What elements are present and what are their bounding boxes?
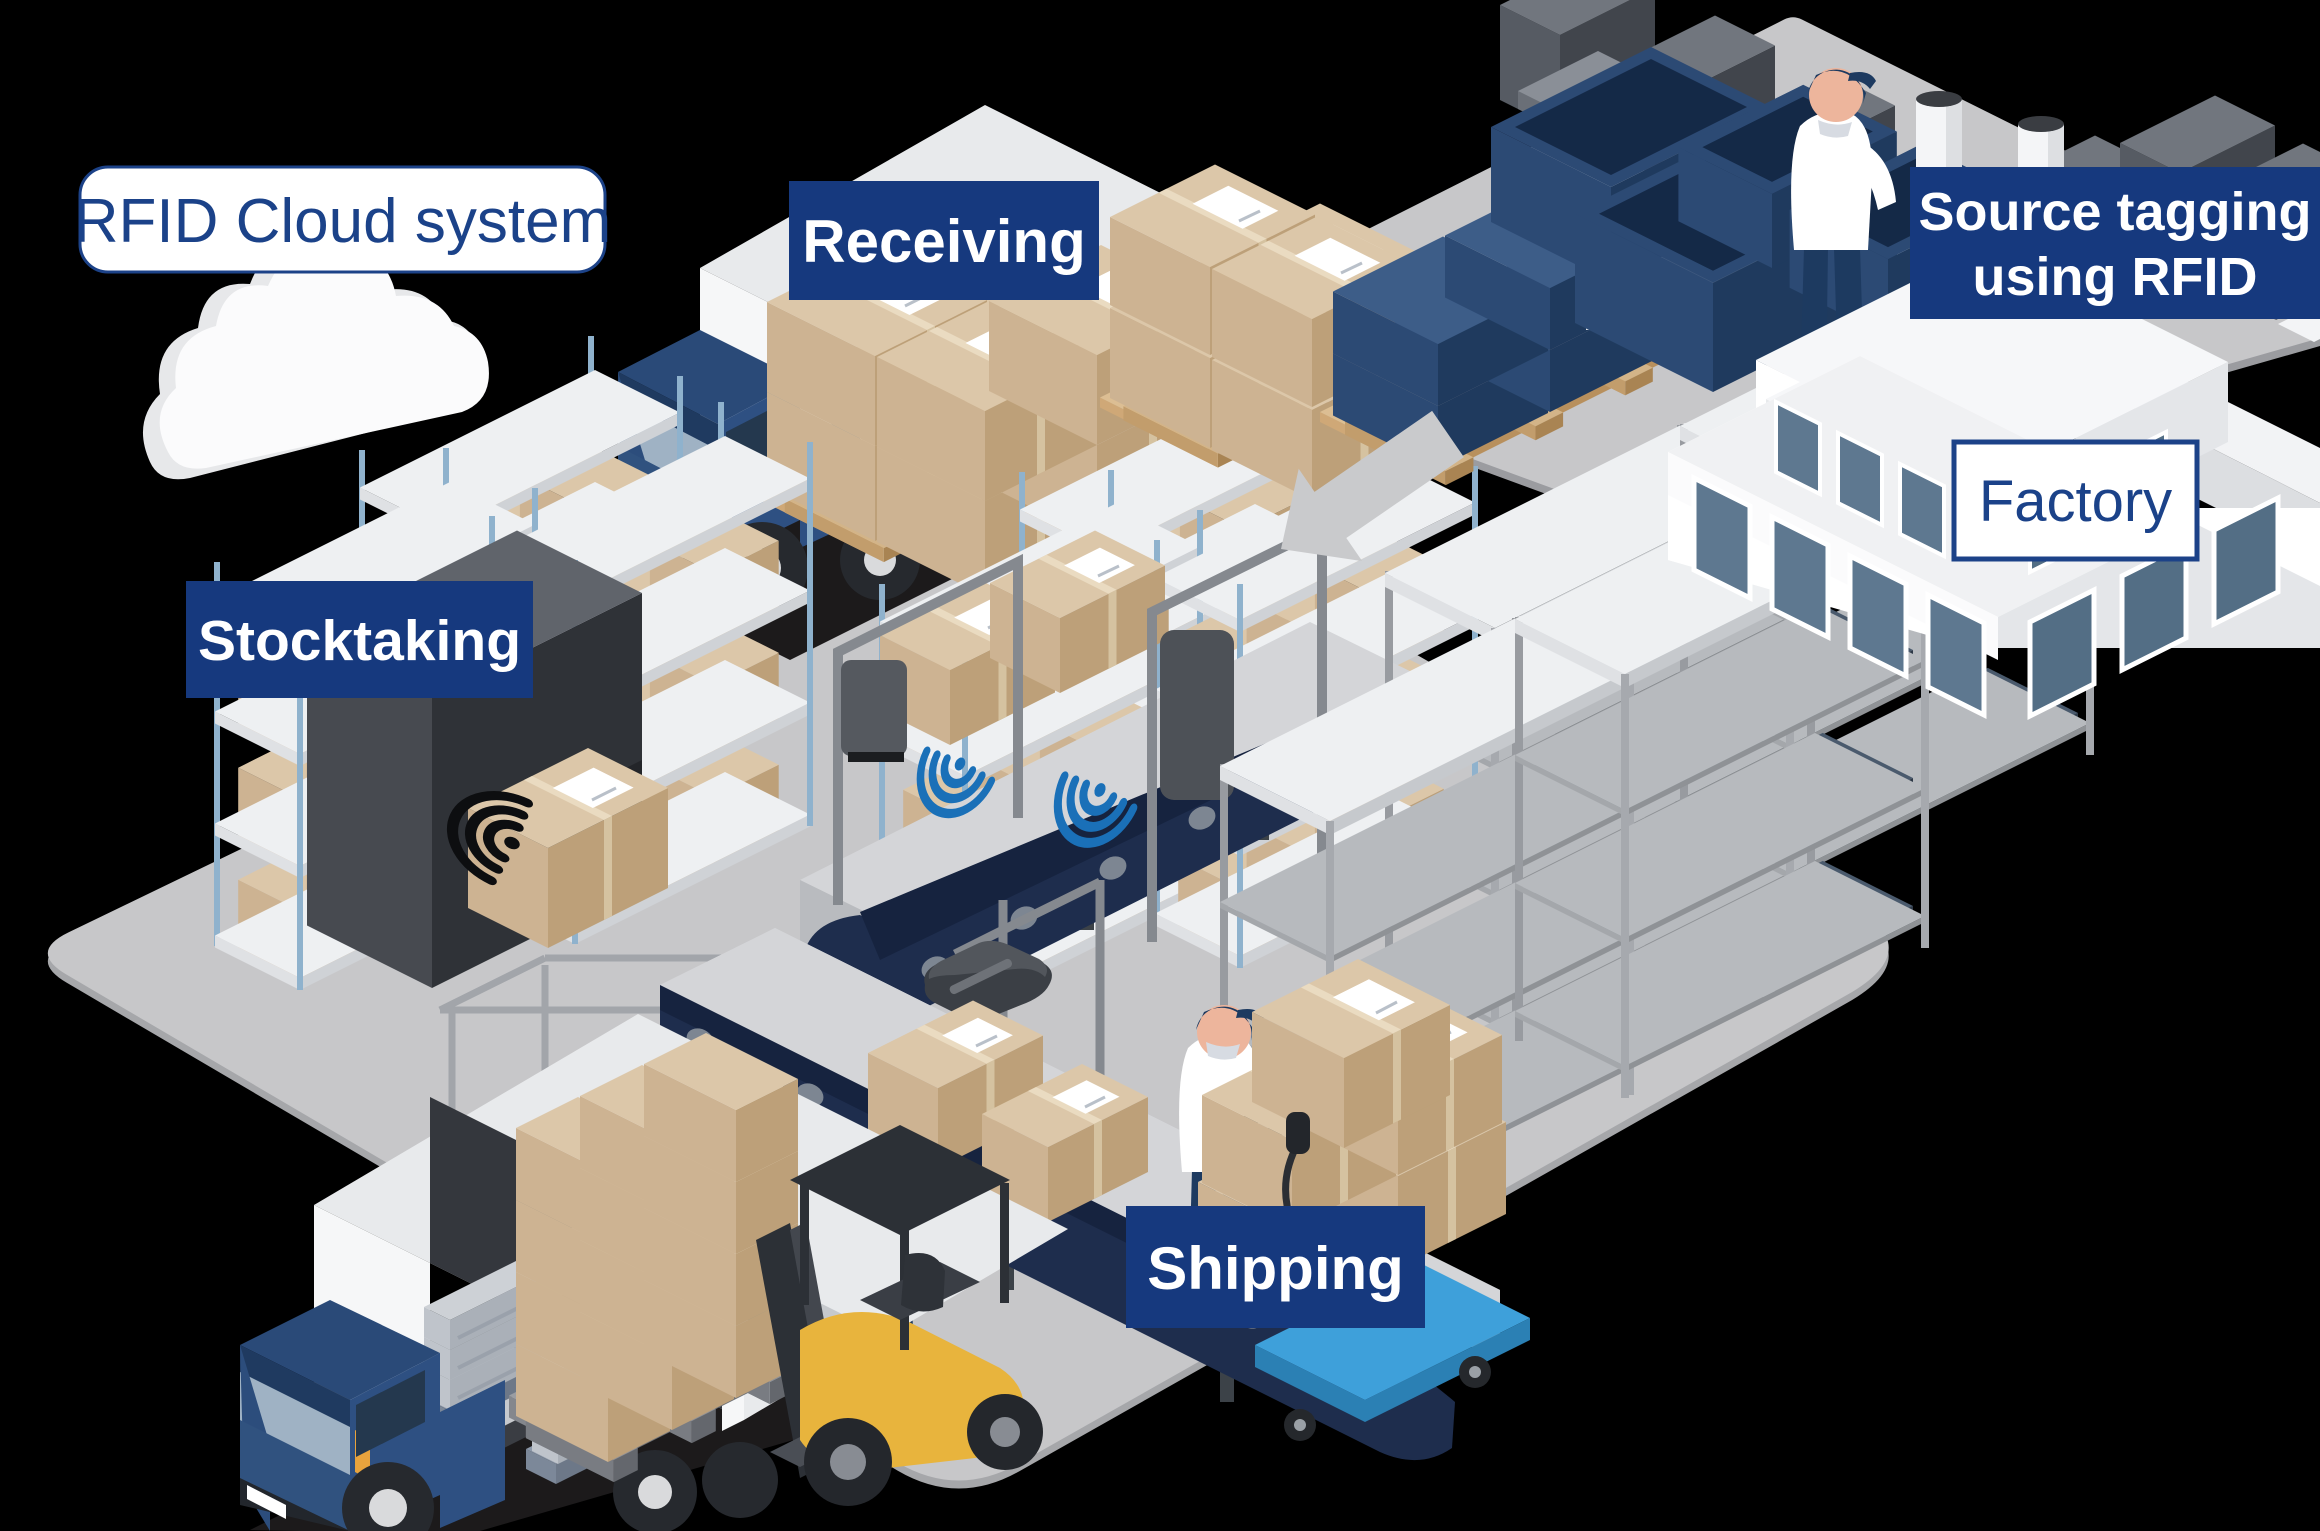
svg-text:Receiving: Receiving xyxy=(802,208,1085,275)
svg-text:Shipping: Shipping xyxy=(1147,1235,1404,1302)
svg-text:RFID Cloud system: RFID Cloud system xyxy=(74,187,611,256)
svg-text:Source tagging: Source tagging xyxy=(1918,182,2311,242)
svg-text:using RFID: using RFID xyxy=(1973,247,2258,307)
svg-text:Stocktaking: Stocktaking xyxy=(198,609,521,673)
svg-text:Factory: Factory xyxy=(1979,469,2172,534)
